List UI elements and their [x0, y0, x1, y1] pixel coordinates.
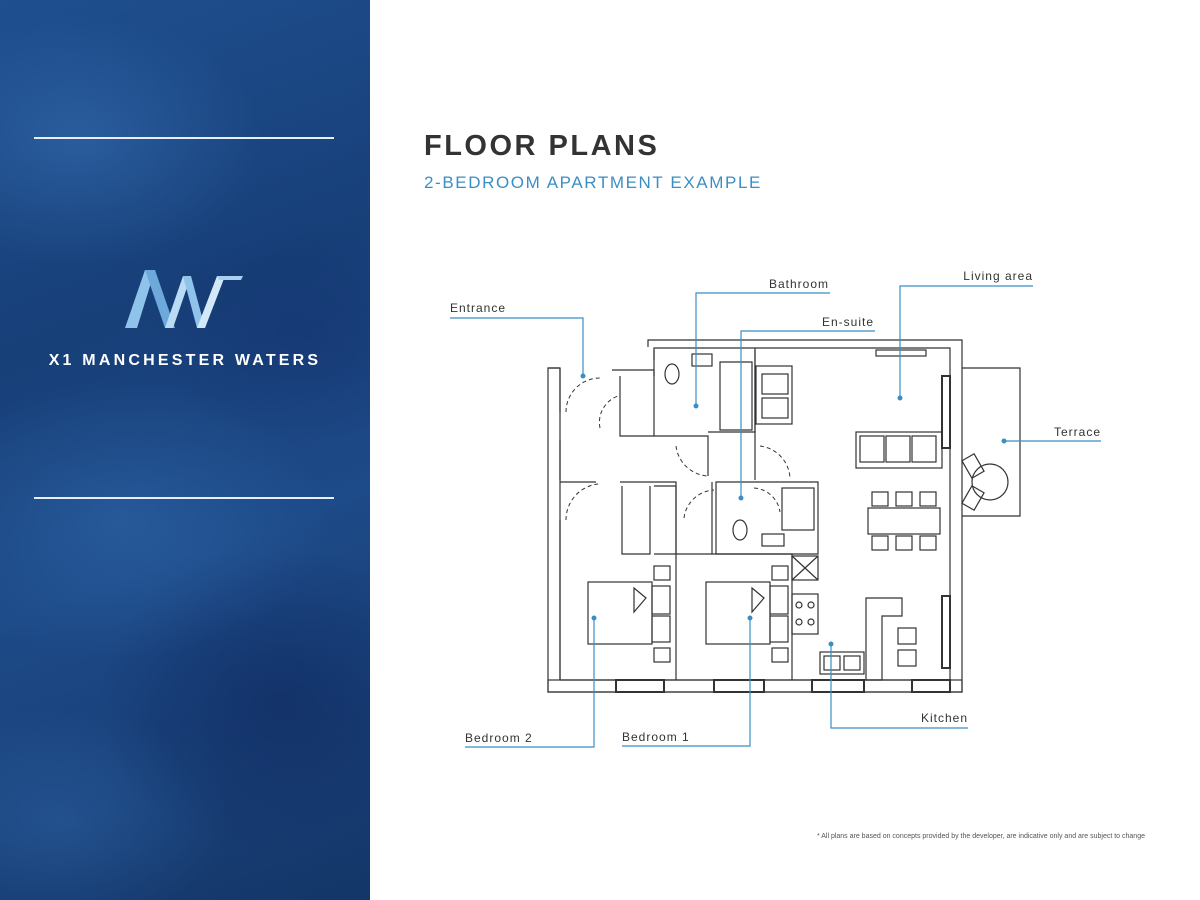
top-divider [34, 137, 334, 139]
label-ensuite: En-suite [822, 315, 874, 329]
brand-name: X1 MANCHESTER WATERS [48, 352, 322, 369]
plan-walls [547, 339, 1021, 693]
page-subtitle: 2-BEDROOM APARTMENT EXAMPLE [424, 173, 762, 192]
bottom-divider [34, 497, 334, 499]
brand-sidebar: X1 MANCHESTER WATERS [0, 0, 370, 900]
page-title: FLOOR PLANS [424, 130, 660, 162]
plan-leaders [450, 285, 1101, 748]
plan-doors [565, 377, 791, 521]
label-bathroom: Bathroom [769, 277, 829, 291]
disclaimer-note: * All plans are based on concepts provid… [816, 833, 1145, 840]
label-entrance: Entrance [450, 301, 506, 315]
label-living-area: Living area [963, 269, 1033, 283]
label-bedroom-2: Bedroom 2 [465, 731, 533, 745]
label-bedroom-1: Bedroom 1 [622, 730, 690, 744]
plan-markers [580, 373, 1007, 647]
brand-logo-icon [125, 270, 243, 328]
label-terrace: Terrace [1054, 425, 1101, 439]
label-kitchen: Kitchen [921, 711, 968, 725]
